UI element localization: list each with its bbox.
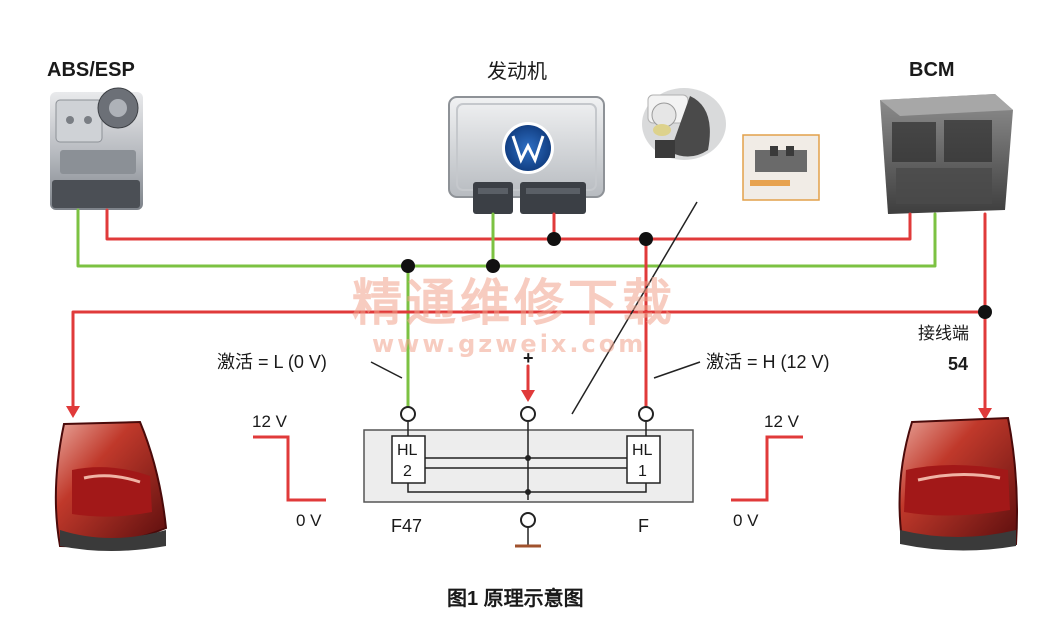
can-low-wire xyxy=(76,208,937,268)
junction-dot xyxy=(639,232,653,246)
hl1-label: HL xyxy=(632,442,653,459)
terminal-f47-icon xyxy=(400,406,416,422)
brake-switch-detail-photo xyxy=(742,134,820,201)
junction-dot xyxy=(486,259,500,273)
can-high-wire xyxy=(105,208,912,241)
left-taillight-image xyxy=(54,420,168,551)
terminal-number: 54 xyxy=(948,354,968,374)
right-signal-high-label: 12 V xyxy=(764,412,800,431)
junction-dot xyxy=(401,259,415,273)
abs-esp-module-image xyxy=(50,87,143,210)
engine-label: 发动机 xyxy=(487,60,547,83)
right-taillight-image xyxy=(898,416,1018,551)
supply-arrow-icon xyxy=(521,390,535,402)
terminal-label: 接线端 xyxy=(918,324,969,343)
left-taillight-arrow-icon xyxy=(66,406,80,418)
engine-ecu-image xyxy=(448,96,605,214)
activation-high-leader xyxy=(653,361,701,379)
f-label: F xyxy=(638,516,649,536)
abs-esp-label: ABS/ESP xyxy=(47,59,135,81)
watermark-text: 精通维修下载 xyxy=(352,274,676,332)
plus-label: + xyxy=(523,348,534,368)
activation-low-label: 激活 = L (0 V) xyxy=(217,352,327,372)
left-taillight-wire xyxy=(71,310,987,410)
junction-dot xyxy=(547,232,561,246)
brake-light-switch-schematic: HL 2 HL 1 + F47 F xyxy=(363,348,694,548)
hl2-label: HL xyxy=(397,442,418,459)
terminal-ground-icon xyxy=(520,512,536,528)
hl1-number: 1 xyxy=(638,463,647,480)
left-signal-low-label: 0 V xyxy=(296,511,322,530)
brake-switch-photo xyxy=(642,88,726,160)
bcm-module-image xyxy=(880,94,1013,214)
bcm-label: BCM xyxy=(909,59,955,81)
f47-label: F47 xyxy=(391,516,422,536)
activation-low-leader xyxy=(370,361,403,379)
wire-junctions xyxy=(401,232,992,319)
left-signal-waveform: 12 V 0 V xyxy=(252,412,326,530)
activation-high-label: 激活 = H (12 V) xyxy=(706,352,830,372)
right-taillight-arrow-icon xyxy=(978,408,992,420)
right-signal-waveform: 12 V 0 V xyxy=(731,412,803,530)
photo-callout-line xyxy=(571,201,698,415)
hl2-number: 2 xyxy=(403,463,412,480)
right-signal-low-label: 0 V xyxy=(733,511,759,530)
terminal-plus-icon xyxy=(520,406,536,422)
wiring xyxy=(71,208,987,412)
junction-dot xyxy=(978,305,992,319)
left-signal-high-label: 12 V xyxy=(252,412,288,431)
figure-caption: 图1 原理示意图 xyxy=(447,586,584,610)
terminal-f-icon xyxy=(638,406,654,422)
watermark-url: www.gzweix.com xyxy=(372,330,646,358)
